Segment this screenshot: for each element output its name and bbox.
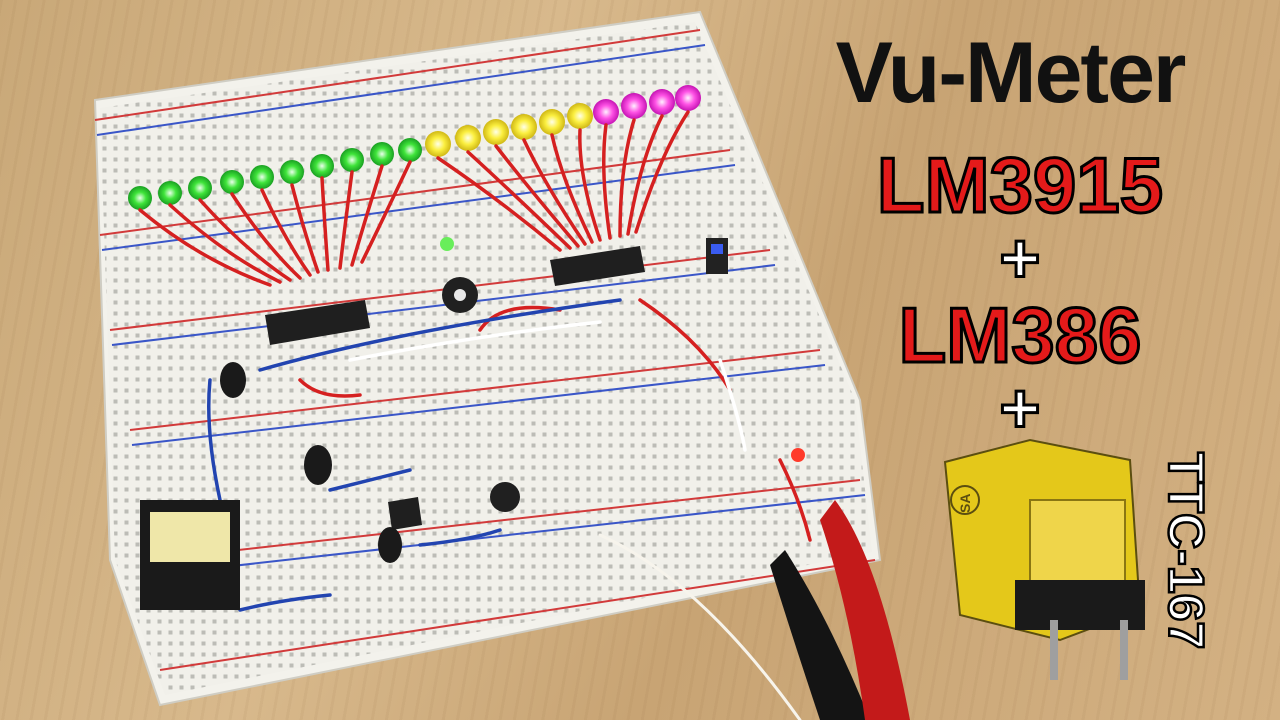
transformer-on-board	[140, 500, 240, 610]
led-wires	[138, 110, 812, 542]
capacitors	[220, 362, 402, 563]
chip-1-label: LM3915	[875, 140, 1164, 231]
chip-2-label: LM386	[897, 290, 1143, 381]
lm3915-chip-right	[550, 246, 645, 286]
ttc-167-transformer: SA	[943, 438, 1145, 680]
lm3915-chip-left	[265, 300, 370, 345]
led-bar	[128, 85, 701, 210]
green-leds	[128, 138, 422, 210]
plus-1-sign: +	[998, 218, 1042, 299]
potentiometers	[442, 277, 520, 512]
svg-text:SA: SA	[957, 494, 973, 513]
lm386-chip	[388, 497, 422, 530]
plus-2-sign: +	[998, 368, 1042, 449]
magenta-leds	[593, 85, 701, 125]
title-heading: Vu-Meter	[835, 25, 1187, 121]
transformer-label: TTC-167	[1157, 451, 1216, 651]
yellow-leds	[425, 103, 593, 157]
alligator-clips	[770, 500, 910, 720]
push-button	[706, 238, 728, 274]
jumper-wires	[207, 298, 802, 720]
power-led-red	[791, 448, 805, 462]
power-led-green	[440, 237, 454, 251]
